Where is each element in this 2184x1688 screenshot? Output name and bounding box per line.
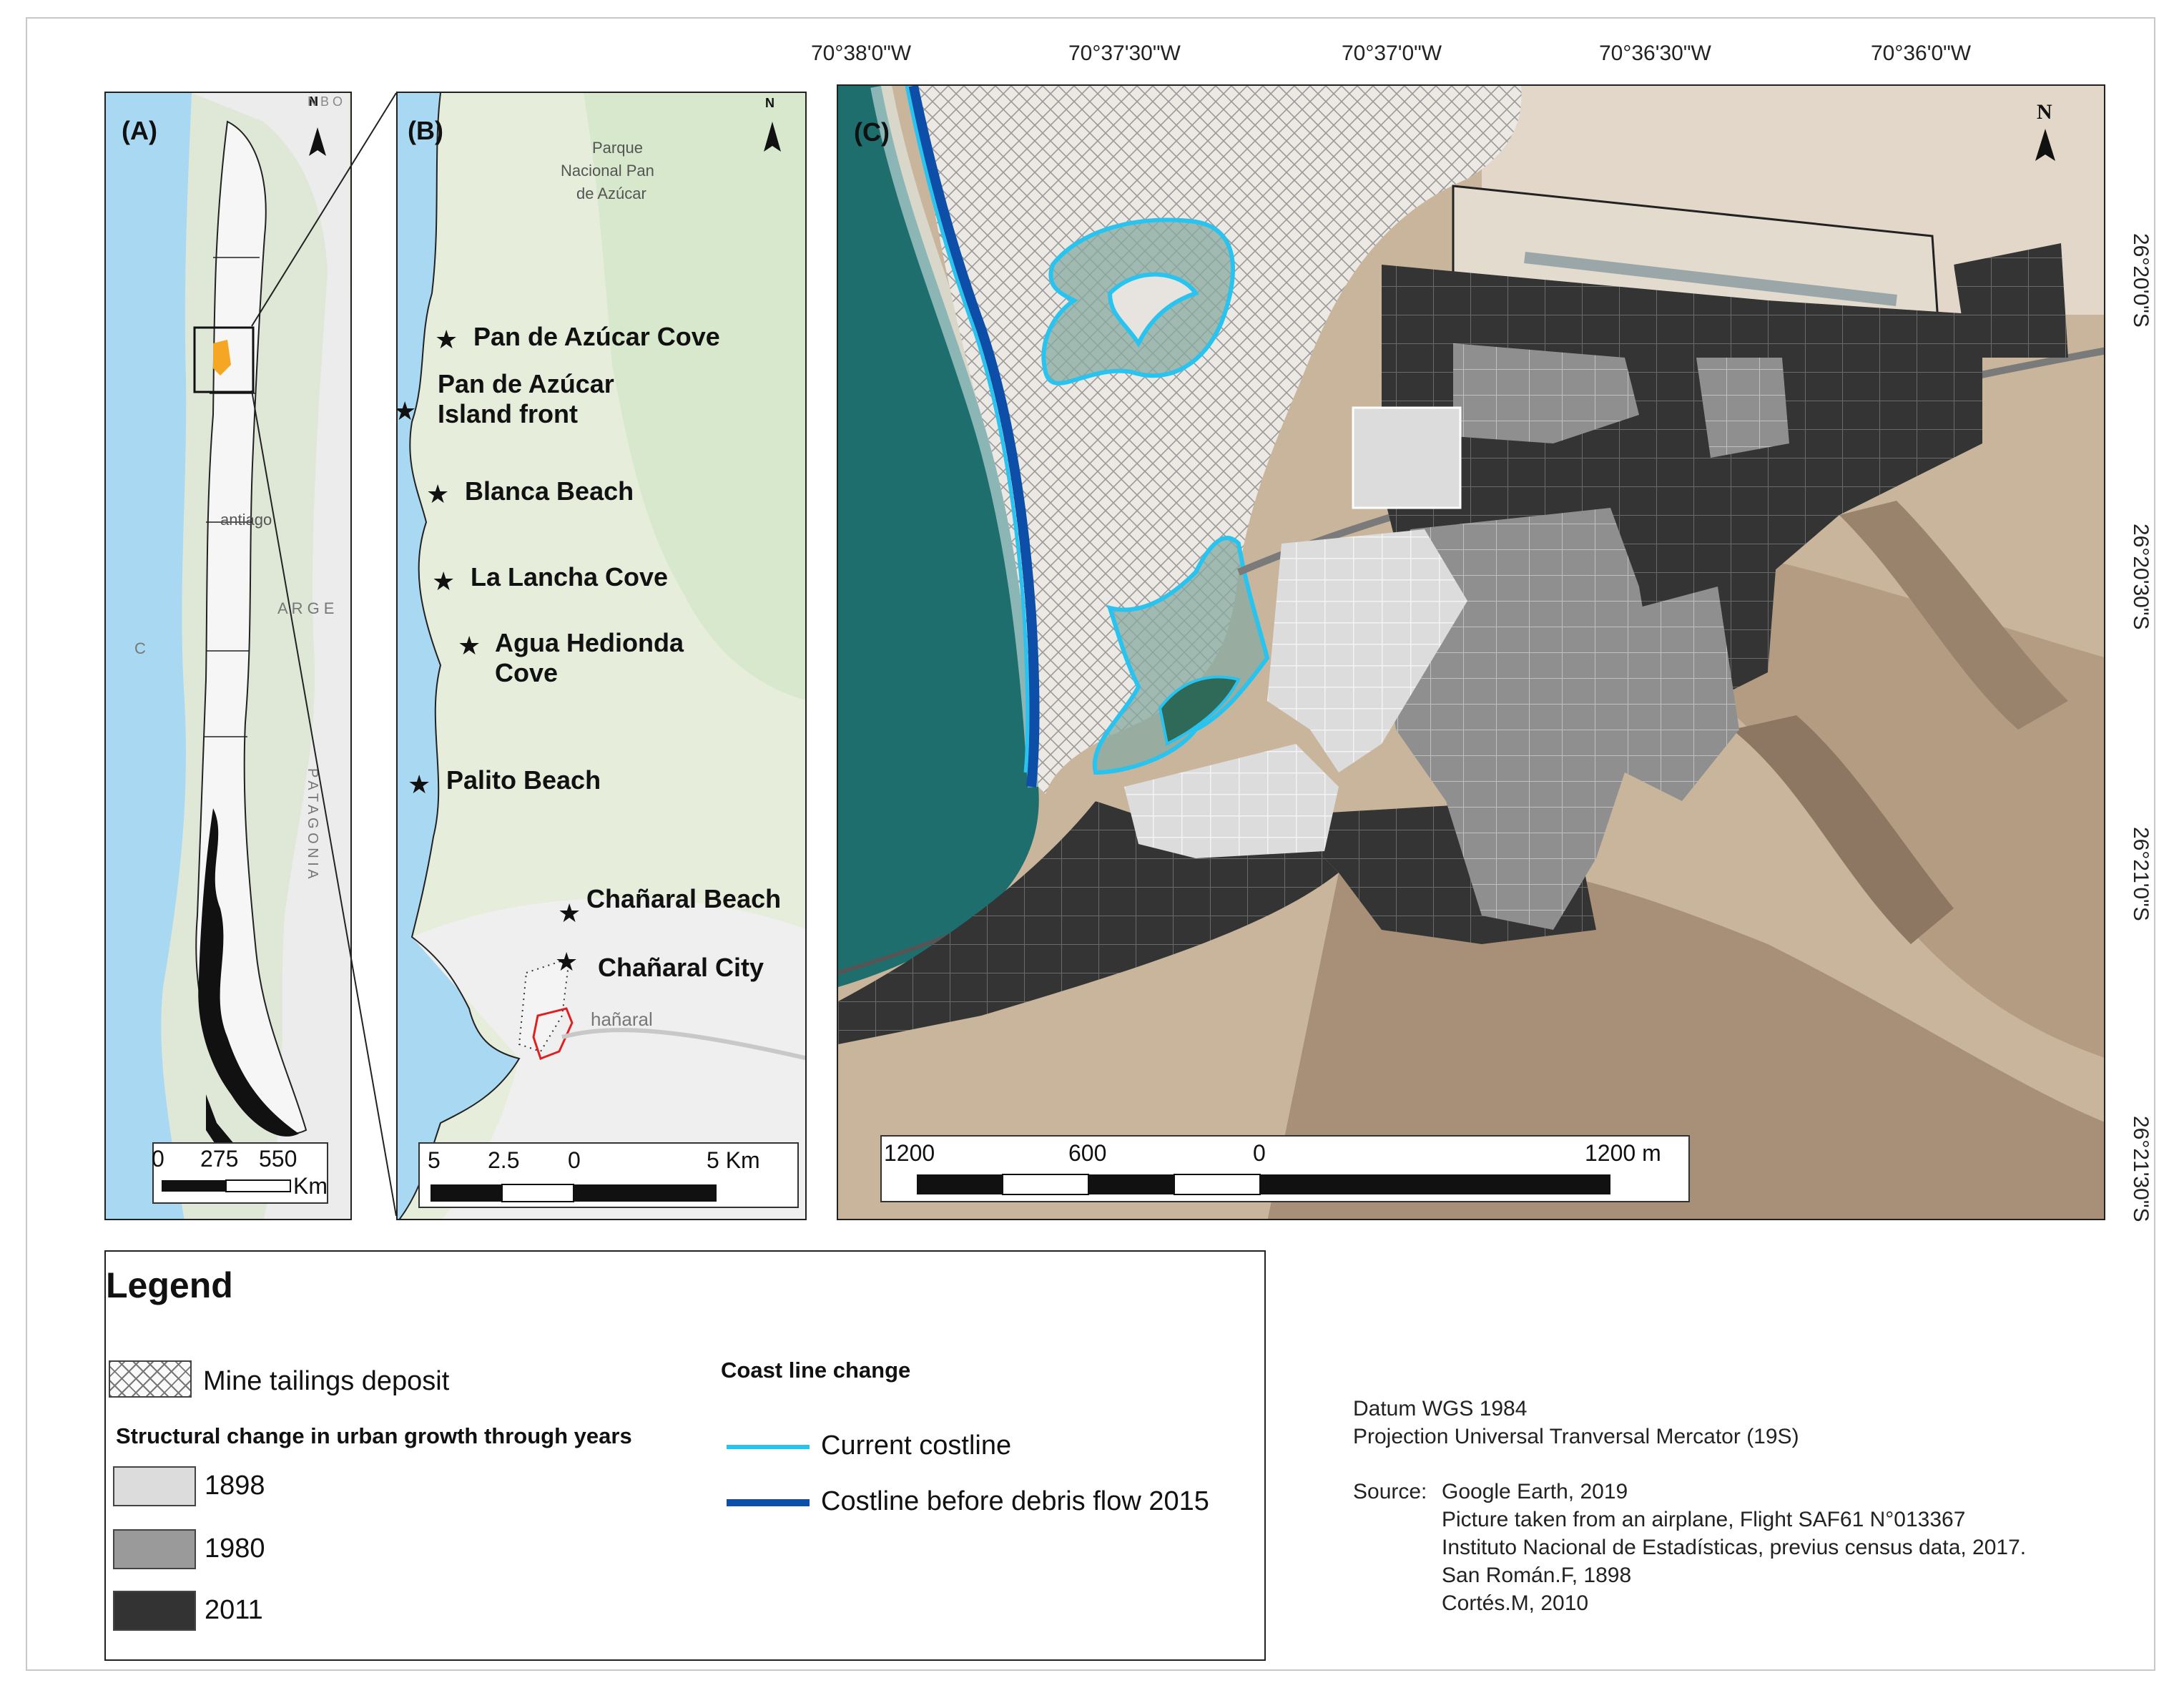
map-credits: Datum WGS 1984 Projection Universal Tran… [1353, 1395, 2026, 1617]
panel-b-label: (B) [408, 116, 443, 145]
panel-b-coast-map: (B) N Parque Nacional Pan de Azúcar haña… [396, 92, 807, 1220]
panel-a-chile-overview: (A) N N B O antiago A R G E C P A T A G … [104, 92, 352, 1220]
legend-label-coastline-before: Costline before debris flow 2015 [821, 1486, 1209, 1516]
map-a-label-santiago: antiago [220, 511, 272, 529]
place-star-chanaral-city: ★ [555, 947, 579, 976]
north-arrow-icon-c [2035, 129, 2055, 161]
legend-swatch-mine-tailings [109, 1360, 192, 1398]
coord-top-4: 70°36'30"W [1599, 41, 1711, 65]
panel-a-north-label: N [309, 94, 318, 109]
legend-swatch-1980 [113, 1529, 196, 1569]
north-arrow-icon-b [764, 122, 781, 152]
scale-c-label-600: 600 [1068, 1140, 1107, 1166]
place-star-pan-de-azucar-cove: ★ [435, 325, 458, 354]
place-star-la-lancha-cove: ★ [432, 566, 456, 596]
map-b-chanaral-small: hañaral [591, 1009, 653, 1030]
place-star-agua-hedionda-cove: ★ [458, 631, 481, 660]
legend-label-2011: 2011 [205, 1595, 263, 1625]
coord-right-2: 26°20'30"S [2129, 524, 2153, 630]
legend-urban-title: Structural change in urban growth throug… [116, 1423, 632, 1448]
place-blanca-beach: Blanca Beach [465, 476, 634, 506]
panel-c-label: (C) [854, 117, 890, 147]
map-a-label-nbo: N B O [308, 94, 343, 109]
panel-a-map [106, 93, 350, 1219]
coord-top-1: 70°38'0"W [811, 41, 912, 65]
place-agua-hedionda-cove: Agua Hedionda [495, 628, 684, 657]
map-b-park-line2: Nacional Pan [561, 162, 654, 180]
credits-source-5: Cortés.M, 2010 [1442, 1591, 1589, 1615]
place-pan-de-azucar-cove: Pan de Azúcar Cove [473, 322, 720, 351]
scale-c-label-0: 0 [1253, 1140, 1266, 1166]
legend-box: Legend Mine tailings deposit Structural … [104, 1250, 1266, 1661]
north-arrow-icon-a [309, 127, 326, 156]
scale-a-label-550: 550 [259, 1146, 297, 1172]
panel-c-north-label: N [2037, 100, 2052, 124]
coord-top-3: 70°37'0"W [1342, 41, 1442, 65]
legend-label-1898: 1898 [205, 1471, 265, 1501]
coord-right-4: 26°21'30"S [2129, 1116, 2153, 1222]
credits-source-4: San Román.F, 1898 [1442, 1564, 1632, 1587]
panel-a-label: (A) [122, 116, 157, 145]
scale-a-label-0: 0 [152, 1146, 164, 1172]
scale-a-label-275: 275 [200, 1146, 239, 1172]
legend-title: Legend [106, 1265, 233, 1305]
place-la-lancha-cove: La Lancha Cove [471, 562, 669, 592]
coord-top-2: 70°37'30"W [1068, 41, 1181, 65]
map-a-label-ch: C [134, 639, 146, 657]
credits-source-2: Picture taken from an airplane, Flight S… [1442, 1508, 1966, 1531]
legend-label-current-coastline: Current costline [821, 1431, 1012, 1461]
credits-source-label: Source: [1353, 1480, 1427, 1503]
legend-swatch-2011 [113, 1591, 196, 1631]
map-a-label-arge: A R G E [277, 599, 335, 617]
credits-source-3: Instituto Nacional de Estadísticas, prev… [1442, 1536, 2027, 1559]
coord-top-5: 70°36'0"W [1871, 41, 1972, 65]
legend-line-coastline-before [727, 1499, 810, 1506]
credits-datum: Datum WGS 1984 [1353, 1397, 1528, 1420]
figure-frame [26, 17, 2155, 1671]
panel-c-map [838, 86, 2104, 1219]
scale-b-label-0: 0 [568, 1147, 581, 1173]
scale-b-label-5km: 5 Km [707, 1147, 760, 1173]
scale-b-label-5: 5 [428, 1147, 441, 1173]
place-star-blanca-beach: ★ [426, 479, 450, 509]
scale-c-label-1200m: 1200 m [1585, 1140, 1661, 1166]
legend-swatch-1898 [113, 1466, 196, 1506]
place-chanaral-city: Chañaral City [598, 953, 764, 982]
credits-projection: Projection Universal Tranversal Mercator… [1353, 1425, 1799, 1448]
scale-b-label-2-5: 2.5 [488, 1147, 520, 1173]
coord-right-3: 26°21'0"S [2129, 827, 2153, 921]
credits-source-1: Google Earth, 2019 [1442, 1480, 1628, 1503]
place-star-chanaral-beach: ★ [558, 898, 581, 928]
place-palito-beach: Palito Beach [446, 765, 601, 795]
place-star-palito-beach: ★ [408, 770, 431, 799]
place-pan-de-azucar-island-front-line2: Island front [438, 399, 578, 428]
scale-c-label-1200: 1200 [884, 1140, 935, 1166]
legend-coast-title: Coast line change [721, 1358, 911, 1383]
panel-c-satellite-map: (C) N 1200 600 0 1200 m [837, 84, 2105, 1220]
map-b-park-line3: de Azúcar [576, 185, 646, 202]
place-chanaral-beach: Chañaral Beach [586, 884, 782, 913]
coord-right-1: 26°20'0"S [2129, 233, 2153, 328]
scale-a-unit: Km [293, 1173, 328, 1199]
map-b-park-line1: Parque [592, 139, 643, 157]
panel-b-north-label: N [765, 96, 774, 110]
legend-line-current-coastline [727, 1445, 810, 1449]
place-agua-hedionda-cove-line2: Cove [495, 658, 559, 687]
legend-label-1980: 1980 [205, 1534, 265, 1564]
panel-b-map [398, 93, 805, 1219]
place-star-pan-de-azucar-island-front: ★ [398, 396, 416, 426]
legend-label-mine-tailings: Mine tailings deposit [203, 1366, 450, 1396]
place-pan-de-azucar-island-front: Pan de Azúcar [438, 369, 614, 398]
